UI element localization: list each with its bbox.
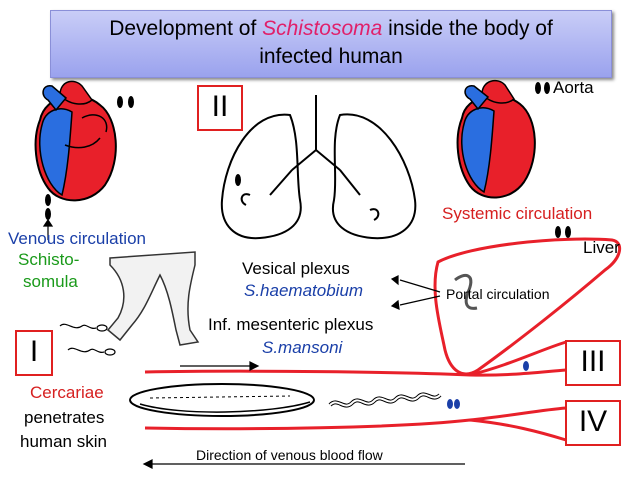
- aorta-label: Aorta: [553, 78, 594, 97]
- s-haematobium-label: S.haematobium: [244, 281, 364, 300]
- schistosomula-label-line2: somula: [23, 272, 78, 291]
- inf-mesenteric-plexus-label: Inf. mesenteric plexus: [208, 315, 374, 334]
- title-line-1: Development of Schistosoma inside the bo…: [51, 17, 611, 41]
- title-banner: Development of Schistosoma inside the bo…: [50, 10, 612, 78]
- cercariae-label-line2: penetrates: [24, 408, 105, 427]
- eggs: [447, 361, 529, 409]
- plexus-arrows: [390, 275, 441, 310]
- systemic-circulation-label: Systemic circulation: [442, 204, 593, 223]
- stage-IV-box: IV: [565, 400, 621, 446]
- lungs-illustration: [220, 95, 417, 240]
- worm-in-vessel: [129, 383, 442, 417]
- schistosomula-label-line1: Schisto-: [18, 250, 80, 269]
- direction-arrows: [142, 361, 465, 469]
- title-line-2: infected human: [259, 45, 403, 68]
- s-mansoni-label: S.mansoni: [262, 338, 343, 357]
- right-heart-illustration: [456, 79, 536, 199]
- venous-circulation-label: Venous circulation: [8, 229, 146, 248]
- cercariae-label-line1: Cercariae: [30, 383, 104, 402]
- title-before: Development of: [109, 17, 263, 40]
- title-after: inside the body of: [382, 17, 553, 40]
- blood-vessel: [144, 340, 567, 442]
- cercariae-illustration: [59, 323, 116, 356]
- liver-label: Liver: [583, 238, 620, 257]
- venous-arrow: [42, 218, 54, 240]
- stage-I-box: I: [15, 330, 53, 376]
- vesical-plexus-label: Vesical plexus: [242, 259, 350, 278]
- direction-flow-label: Direction of venous blood flow: [196, 447, 383, 463]
- cercariae-label-line3: human skin: [20, 432, 107, 451]
- legs-illustration: [106, 251, 200, 346]
- stage-II-box: II: [197, 85, 243, 131]
- stage-III-box: III: [565, 340, 621, 386]
- left-heart-illustration: [34, 80, 117, 202]
- liver-illustration: [433, 237, 622, 376]
- title-genus: Schistosoma: [262, 17, 383, 40]
- portal-circulation-label: Portal circulation: [446, 286, 550, 302]
